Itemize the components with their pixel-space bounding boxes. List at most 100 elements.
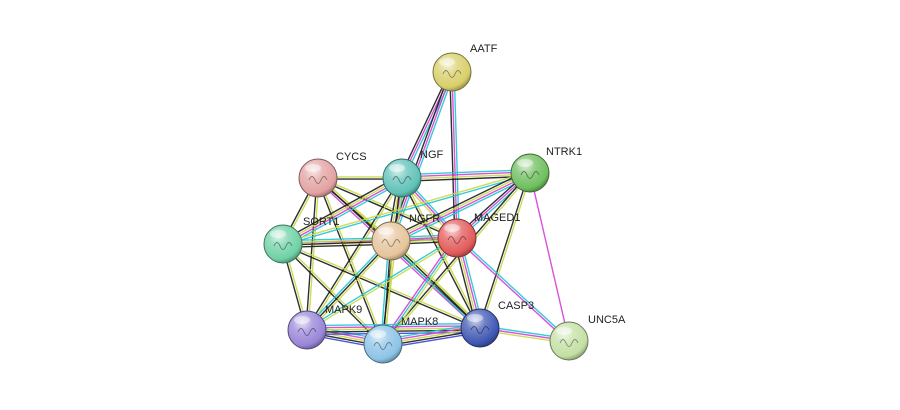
node-sphere[interactable] xyxy=(437,218,477,258)
protein-structure-icon xyxy=(373,342,393,350)
node-label-mapk9: MAPK9 xyxy=(325,304,362,316)
edge-strand xyxy=(318,176,458,238)
node-highlight xyxy=(556,327,572,335)
edge-ntrk1-unc5a xyxy=(529,172,570,342)
edge-strand xyxy=(529,172,570,342)
node-highlight xyxy=(444,224,460,232)
edge-strand xyxy=(284,180,404,248)
node-label-maged1: MAGED1 xyxy=(474,212,520,224)
edge-strand xyxy=(307,178,404,331)
node-label-unc5a: UNC5A xyxy=(588,314,626,326)
node-label-mapk8: MAPK8 xyxy=(401,316,438,328)
node-label-sort1: SORT1 xyxy=(303,216,339,228)
node-aatf[interactable]: AATF xyxy=(432,43,498,92)
protein-structure-icon xyxy=(442,70,462,78)
protein-structure-icon xyxy=(297,328,317,336)
edge-strand xyxy=(457,236,571,341)
edge-strand xyxy=(282,171,530,244)
node-highlight xyxy=(270,230,286,238)
edge-strand xyxy=(306,240,392,331)
node-sort1[interactable]: SORT1 xyxy=(263,216,339,264)
node-unc5a[interactable]: UNC5A xyxy=(549,314,626,361)
node-label-ngf: NGF xyxy=(420,149,444,161)
edge-strand xyxy=(305,177,402,330)
edge-ngf-mapk9 xyxy=(305,177,404,331)
edge-strand xyxy=(401,169,530,176)
edge-strand xyxy=(399,70,451,178)
edge-strand xyxy=(392,175,532,245)
edge-strand xyxy=(306,236,457,330)
node-sphere[interactable] xyxy=(363,324,403,364)
edge-strand xyxy=(281,174,401,242)
node-cycs[interactable]: CYCS xyxy=(298,151,367,198)
edge-ntrk1-ngfr xyxy=(389,169,532,245)
node-maged1[interactable]: MAGED1 xyxy=(437,212,520,258)
node-sphere[interactable] xyxy=(371,221,411,261)
node-sphere[interactable] xyxy=(263,224,303,264)
node-highlight xyxy=(389,164,405,172)
node-highlight xyxy=(378,227,394,235)
node-label-ngfr: NGFR xyxy=(409,213,440,225)
node-sphere[interactable] xyxy=(298,158,338,198)
protein-structure-icon xyxy=(470,326,490,334)
edge-strand xyxy=(455,238,569,343)
edge-strand xyxy=(402,173,531,180)
edge-maged1-unc5a xyxy=(455,236,571,343)
node-highlight xyxy=(467,314,483,322)
node-sphere[interactable] xyxy=(510,153,550,193)
node-highlight xyxy=(517,159,533,167)
node-highlight xyxy=(370,330,386,338)
edge-strand xyxy=(308,242,394,332)
node-highlight xyxy=(439,58,455,66)
edge-strand xyxy=(306,325,480,329)
node-sphere[interactable] xyxy=(382,158,422,198)
edge-strand xyxy=(453,71,460,238)
edge-strand xyxy=(392,238,483,327)
edge-ntrk1-casp3 xyxy=(478,172,532,329)
node-label-ntrk1: NTRK1 xyxy=(546,146,582,158)
edge-strand xyxy=(283,178,403,246)
edge-strand xyxy=(402,177,482,328)
edge-strand xyxy=(390,171,530,241)
protein-structure-icon xyxy=(447,236,467,244)
protein-structure-icon xyxy=(520,171,540,179)
node-ngfr[interactable]: NGFR xyxy=(371,213,440,261)
edge-strand xyxy=(401,171,530,178)
node-label-aatf: AATF xyxy=(470,43,498,55)
node-highlight xyxy=(305,164,321,172)
edge-strand xyxy=(478,172,530,328)
edge-strand xyxy=(306,322,480,327)
edge-ngf-ntrk1 xyxy=(401,169,531,182)
edge-strand xyxy=(388,242,479,331)
node-label-cycs: CYCS xyxy=(336,151,367,163)
node-sphere[interactable] xyxy=(432,52,472,92)
edge-strand xyxy=(316,178,383,345)
edge-strand xyxy=(305,177,318,330)
edge-strand xyxy=(480,173,532,329)
edge-strand xyxy=(282,244,480,330)
protein-structure-icon xyxy=(308,176,328,184)
edge-strand xyxy=(283,173,531,246)
edge-strand xyxy=(307,178,320,331)
node-casp3[interactable]: CASP3 xyxy=(460,300,534,348)
edge-maged1-mapk9 xyxy=(306,236,458,332)
node-mapk9[interactable]: MAPK9 xyxy=(287,304,362,350)
node-sphere[interactable] xyxy=(287,310,327,350)
edge-ngf-casp3 xyxy=(400,177,482,329)
edge-strand xyxy=(384,238,460,346)
node-sphere[interactable] xyxy=(460,308,500,348)
edge-strand xyxy=(281,244,383,346)
edge-strand xyxy=(400,178,480,329)
node-mapk8[interactable]: MAPK8 xyxy=(363,316,438,364)
edge-ngfr-casp3 xyxy=(388,238,483,331)
node-label-casp3: CASP3 xyxy=(498,300,534,312)
node-ntrk1[interactable]: NTRK1 xyxy=(510,146,582,193)
protein-structure-icon xyxy=(392,176,412,184)
protein-structure-icon xyxy=(559,339,579,347)
node-ngf[interactable]: NGF xyxy=(382,149,444,198)
edge-ntrk1-sort1 xyxy=(282,171,531,246)
node-sphere[interactable] xyxy=(549,321,589,361)
